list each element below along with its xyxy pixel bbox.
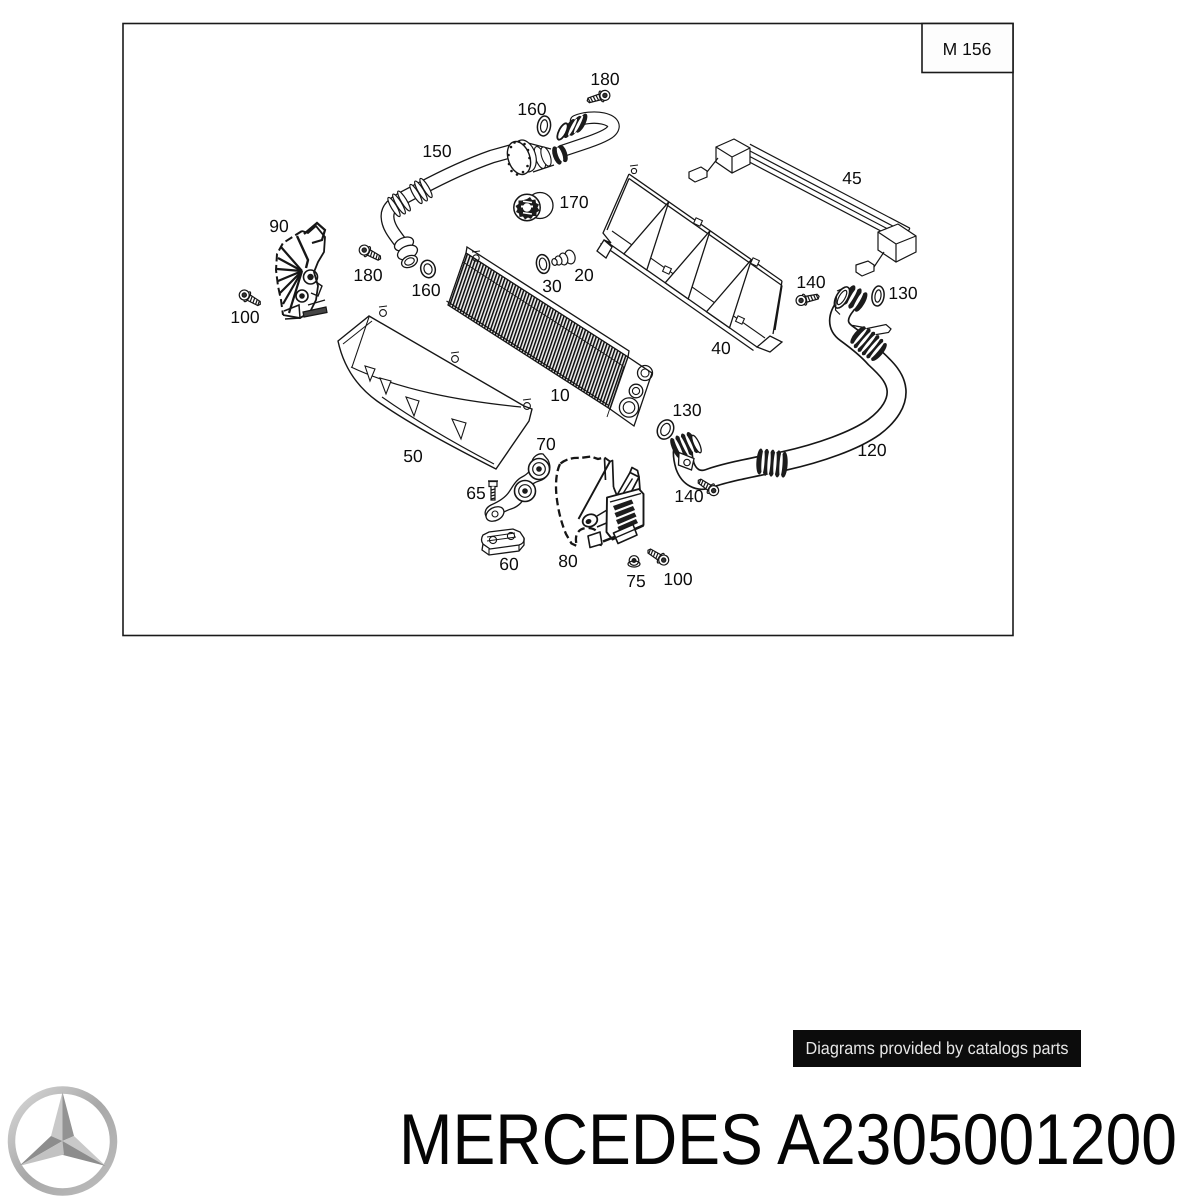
- svg-text:130: 130: [672, 400, 701, 420]
- svg-text:MERCEDES A2305001200: MERCEDES A2305001200: [399, 1100, 1177, 1180]
- svg-text:70: 70: [536, 434, 556, 454]
- svg-text:140: 140: [674, 486, 703, 506]
- svg-text:45: 45: [842, 168, 861, 188]
- svg-text:180: 180: [590, 69, 619, 89]
- svg-text:130: 130: [888, 283, 917, 303]
- svg-text:140: 140: [796, 272, 825, 292]
- svg-text:160: 160: [517, 99, 546, 119]
- svg-text:90: 90: [269, 216, 289, 236]
- svg-text:40: 40: [711, 338, 731, 358]
- svg-text:180: 180: [353, 265, 382, 285]
- svg-text:160: 160: [411, 280, 440, 300]
- svg-text:30: 30: [542, 276, 562, 296]
- svg-text:60: 60: [499, 554, 519, 574]
- svg-text:50: 50: [403, 446, 423, 466]
- svg-text:100: 100: [230, 307, 259, 327]
- svg-text:M 156: M 156: [943, 39, 992, 59]
- svg-text:80: 80: [558, 551, 578, 571]
- svg-text:10: 10: [550, 385, 570, 405]
- svg-text:75: 75: [626, 571, 645, 591]
- svg-text:Diagrams provided by catalogs: Diagrams provided by catalogs parts: [806, 1038, 1069, 1058]
- svg-text:65: 65: [466, 483, 485, 503]
- svg-text:100: 100: [663, 569, 692, 589]
- svg-text:20: 20: [574, 265, 594, 285]
- svg-text:170: 170: [559, 192, 588, 212]
- svg-text:120: 120: [857, 440, 886, 460]
- svg-text:150: 150: [422, 141, 451, 161]
